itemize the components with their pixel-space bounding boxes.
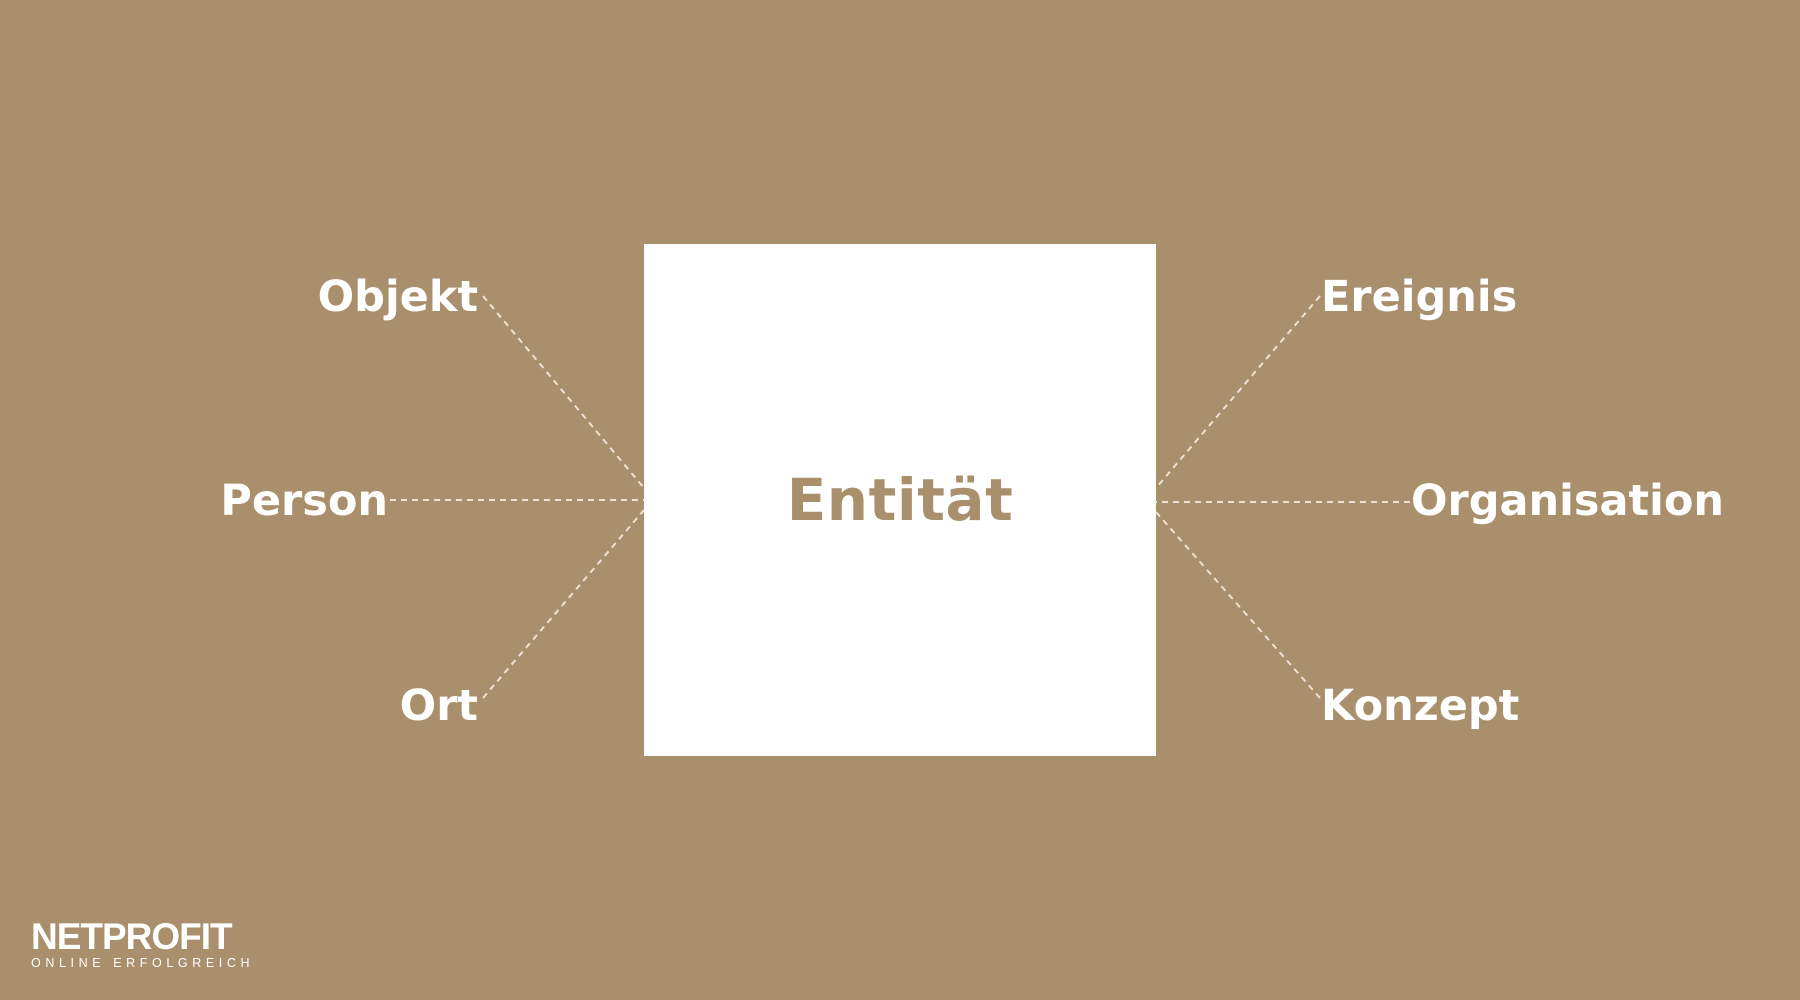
entity-box: Entität bbox=[644, 244, 1156, 756]
node-ort: Ort bbox=[399, 681, 478, 731]
node-person: Person bbox=[220, 476, 388, 526]
node-organisation: Organisation bbox=[1411, 476, 1724, 526]
node-objekt: Objekt bbox=[317, 272, 478, 322]
connector-konzept bbox=[1155, 511, 1321, 699]
logo-wordmark: NETPROFIT bbox=[31, 916, 233, 957]
entity-label: Entität bbox=[786, 466, 1014, 534]
logo-tagline: ONLINE ERFOLGREICH bbox=[31, 956, 255, 970]
node-ereignis: Ereignis bbox=[1321, 272, 1518, 322]
connector-objekt bbox=[482, 295, 645, 489]
connector-ereignis bbox=[1155, 295, 1321, 489]
connector-ort bbox=[482, 509, 645, 699]
node-konzept: Konzept bbox=[1321, 681, 1520, 731]
netprofit-logo: NETPROFIT ONLINE ERFOLGREICH bbox=[31, 918, 254, 970]
